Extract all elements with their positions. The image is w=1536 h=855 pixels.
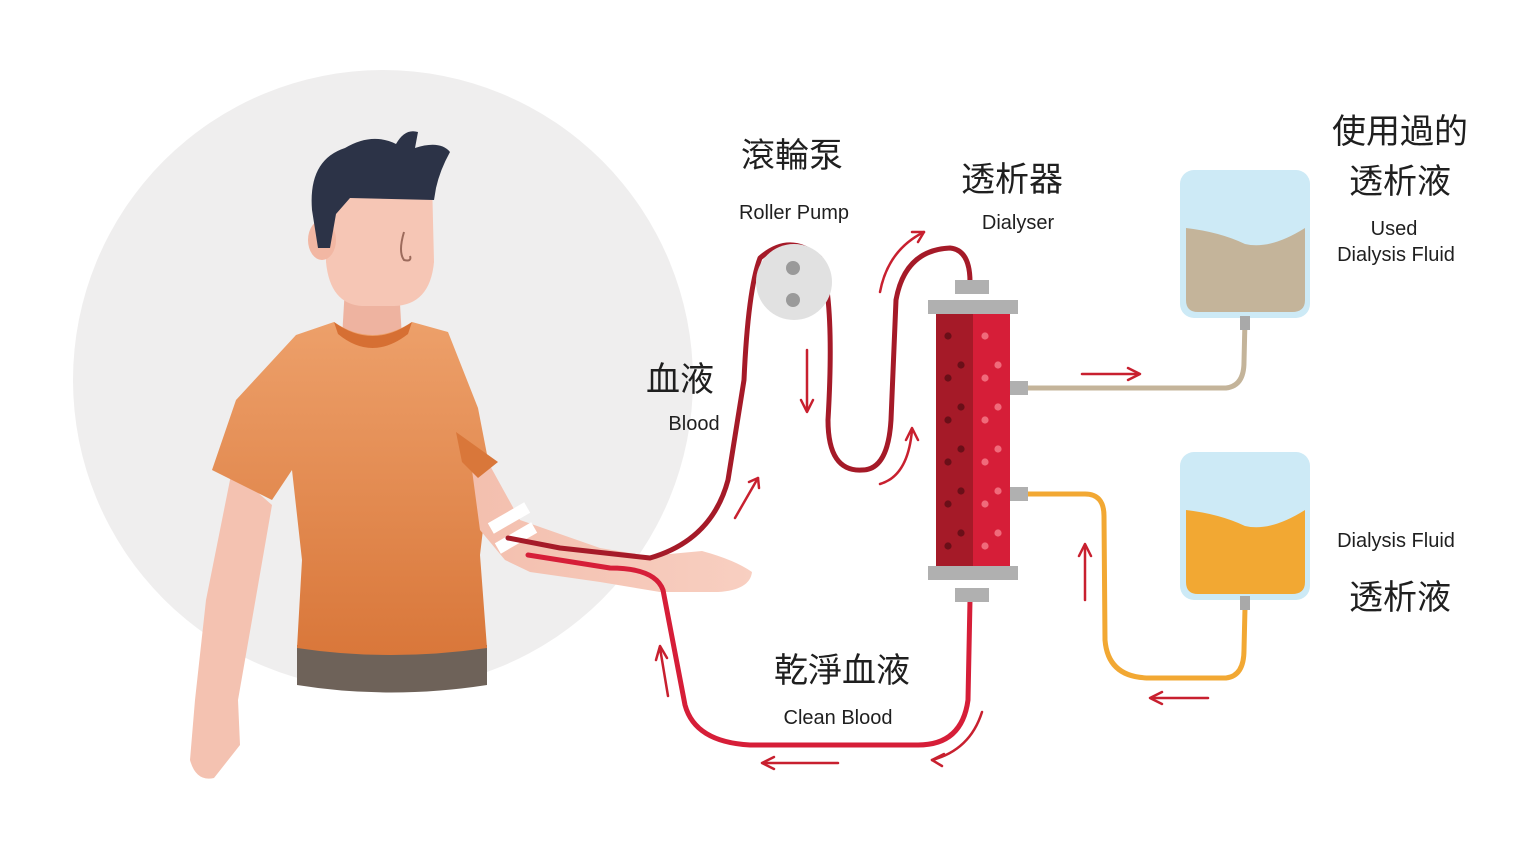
fiber-dot xyxy=(981,542,989,550)
used-fluid-label-en-2: Dialysis Fluid xyxy=(1337,244,1455,266)
dialyser-fibers xyxy=(944,332,1002,550)
dialyser-icon xyxy=(928,280,1028,602)
fiber-dot xyxy=(994,403,1002,411)
fiber-dot xyxy=(957,361,965,369)
patient-left-arm xyxy=(190,470,272,779)
clean-blood-label-en: Clean Blood xyxy=(783,707,893,729)
fiber-dot xyxy=(994,529,1002,537)
used-fluid-bag-icon xyxy=(1180,170,1310,330)
roller-pump-icon xyxy=(756,244,832,320)
fiber-dot xyxy=(994,487,1002,495)
fiber-dot xyxy=(944,374,952,382)
fiber-dot xyxy=(981,374,989,382)
used-fluid-line xyxy=(1025,317,1248,391)
flow-arrow-icon xyxy=(1080,366,1142,382)
blood-label-zh: 血液 xyxy=(646,360,714,400)
clean-blood-label-zh: 乾淨血液 xyxy=(774,651,910,691)
fiber-dot xyxy=(944,458,952,466)
flow-arrow-icon xyxy=(799,348,815,414)
roller-pump-label-en: Roller Pump xyxy=(738,202,850,224)
fiber-dot xyxy=(957,403,965,411)
dialyser-label-zh: 透析器 xyxy=(961,160,1063,200)
flow-arrow-icon xyxy=(733,476,761,520)
flow-arrow-icon xyxy=(878,230,926,294)
iv-tape-1 xyxy=(487,502,531,534)
flow-arrows xyxy=(654,230,1210,771)
fiber-dot xyxy=(944,542,952,550)
flow-arrow-icon xyxy=(930,710,984,768)
patient-shirt xyxy=(212,322,490,655)
patient-pants xyxy=(297,645,487,693)
blood-circuit xyxy=(505,242,1248,748)
flow-arrow-icon xyxy=(1148,690,1210,706)
dialysis-fluid-label-en: Dialysis Fluid xyxy=(1337,530,1455,552)
patient-sleeve xyxy=(456,432,498,478)
fiber-dot xyxy=(994,361,1002,369)
fiber-dot xyxy=(981,416,989,424)
flow-arrow-icon xyxy=(760,755,840,771)
fiber-dot xyxy=(944,332,952,340)
fiber-dot xyxy=(994,445,1002,453)
used-fluid-label-zh-1: 使用過的 xyxy=(1332,112,1468,152)
fiber-dot xyxy=(944,416,952,424)
fiber-dot xyxy=(957,445,965,453)
dialyser-label-en: Dialyser xyxy=(981,212,1055,234)
flow-arrow-icon xyxy=(878,426,920,486)
patient-hair xyxy=(311,131,450,248)
flow-arrow-icon xyxy=(654,644,670,698)
flow-arrow-icon xyxy=(1077,542,1093,602)
fiber-dot xyxy=(981,458,989,466)
fiber-dot xyxy=(944,500,952,508)
patient-face xyxy=(326,180,434,306)
fiber-dot xyxy=(957,487,965,495)
fiber-dot xyxy=(981,332,989,340)
patient-collar xyxy=(334,322,412,348)
fiber-dot xyxy=(981,500,989,508)
used-fluid-label-en-1: Used xyxy=(1370,218,1418,240)
patient-figure xyxy=(190,131,752,779)
blood-label-en: Blood xyxy=(668,413,720,435)
fiber-dot xyxy=(957,529,965,537)
fresh-fluid-bag-icon xyxy=(1180,452,1310,610)
patient-nose xyxy=(400,231,412,262)
dialysis-fluid-label-zh: 透析液 xyxy=(1349,578,1451,618)
clean-blood-line xyxy=(525,552,973,748)
fresh-fluid-line xyxy=(1025,491,1248,681)
roller-pump-label-zh: 滾輪泵 xyxy=(741,136,843,176)
arterial-blood-line xyxy=(505,242,973,561)
used-fluid-label-zh-2: 透析液 xyxy=(1349,162,1451,202)
